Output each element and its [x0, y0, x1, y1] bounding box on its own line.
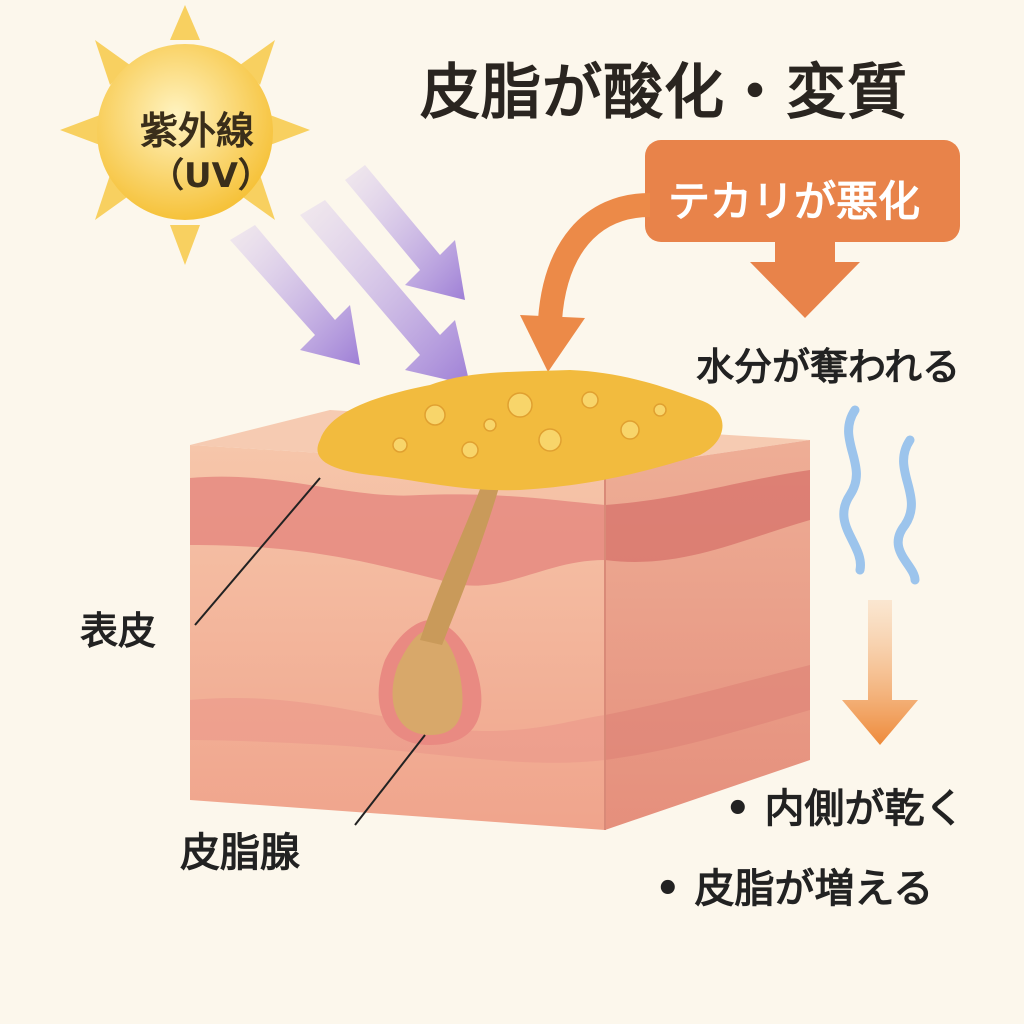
vapor-icon [839, 405, 920, 585]
gland-leader [354, 734, 426, 826]
orange-down-arrow-icon [842, 600, 918, 745]
curved-arrow-head-icon [520, 315, 585, 372]
sebaceous-gland [378, 462, 505, 745]
page-title: 皮脂が酸化・変質 [420, 58, 908, 128]
uv-arrows [230, 165, 470, 385]
badge-box [645, 140, 960, 242]
uv-label: 紫外線 [140, 109, 255, 153]
sebaceous-gland-label: 皮脂腺 [180, 830, 300, 876]
shine-worsens-badge: テカリが悪化 [668, 177, 921, 226]
effect-item: • 皮脂が増える [655, 866, 934, 912]
sebum-blob [317, 370, 723, 491]
water-loss-label: 水分が奪われる [696, 345, 961, 389]
effect-item: • 内側が乾く [725, 786, 965, 832]
uv-sublabel: （UV） [150, 156, 272, 196]
epidermis-label: 表皮 [80, 609, 157, 653]
down-arrow-icon [750, 240, 860, 318]
sun-icon [60, 5, 310, 265]
epidermis-leader [194, 477, 321, 626]
curved-arrow [538, 193, 651, 322]
